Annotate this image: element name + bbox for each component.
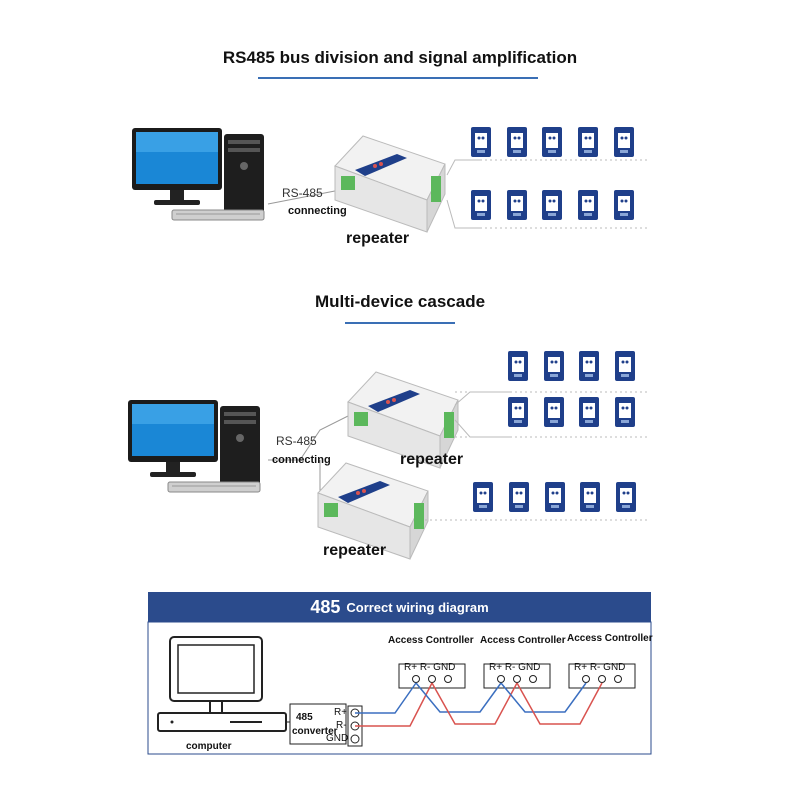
converter-label-number: 485 — [296, 712, 313, 723]
rs485-device-icon — [578, 127, 598, 157]
rs485-device-icon — [508, 351, 528, 381]
rs485-label: RS-485 — [276, 434, 317, 448]
rs485-device-icon — [509, 482, 529, 512]
wiring-diagram-banner: 485 Correct wiring diagram — [148, 592, 651, 622]
rs485-device-icon — [508, 397, 528, 427]
section1-underline — [258, 77, 538, 79]
rs485-device-icon — [507, 127, 527, 157]
rs485-device-icon — [542, 190, 562, 220]
converter-label-text: converter — [292, 726, 338, 737]
terminal-label-3: R+ R- GND — [574, 662, 626, 673]
rs485-device-icon — [579, 351, 599, 381]
rs485-device-icon — [473, 482, 493, 512]
desktop-computer-icon — [127, 399, 261, 493]
terminal-label-2: R+ R- GND — [489, 662, 541, 673]
rs485-device-icon — [615, 397, 635, 427]
repeater-label-lower: repeater — [323, 542, 387, 559]
section1-title: RS485 bus division and signal amplificat… — [222, 48, 578, 67]
rs485-device-icon — [578, 190, 598, 220]
converter-rminus: R- — [336, 720, 347, 731]
terminal-label-1: R+ R- GND — [404, 662, 456, 673]
access-controller-label-1: Access Controller — [388, 635, 474, 646]
rs485-device-icon — [615, 351, 635, 381]
access-controller-label-3: Access Controller — [567, 633, 653, 644]
rs485-device-icon — [471, 190, 491, 220]
connecting-label: connecting — [272, 454, 331, 466]
converter-rplus: R+ — [334, 707, 348, 718]
converter-gnd: GND — [326, 733, 349, 744]
rs485-device-icon — [542, 127, 562, 157]
rs485-label: RS-485 — [282, 186, 323, 200]
repeater-label-upper: repeater — [400, 451, 464, 468]
rs485-device-icon — [545, 482, 565, 512]
section2-underline — [345, 322, 455, 324]
desktop-computer-icon — [131, 127, 265, 221]
connecting-label: connecting — [288, 205, 347, 217]
rs485-device-icon — [580, 482, 600, 512]
rs485-device-icon — [544, 351, 564, 381]
banner-text: Correct wiring diagram — [346, 599, 489, 615]
repeater-label: repeater — [346, 230, 410, 247]
rs485-device-icon — [614, 190, 634, 220]
banner-number: 485 — [310, 596, 341, 617]
section2-title: Multi-device cascade — [314, 292, 486, 311]
rs485-device-icon — [616, 482, 636, 512]
rs485-device-icon — [579, 397, 599, 427]
computer-label: computer — [186, 741, 232, 752]
access-controller-label-2: Access Controller — [480, 635, 566, 646]
rs485-device-icon — [471, 127, 491, 157]
rs485-device-icon — [614, 127, 634, 157]
rs485-device-icon — [544, 397, 564, 427]
rs485-device-icon — [507, 190, 527, 220]
rs485-repeater-icon — [334, 135, 446, 233]
